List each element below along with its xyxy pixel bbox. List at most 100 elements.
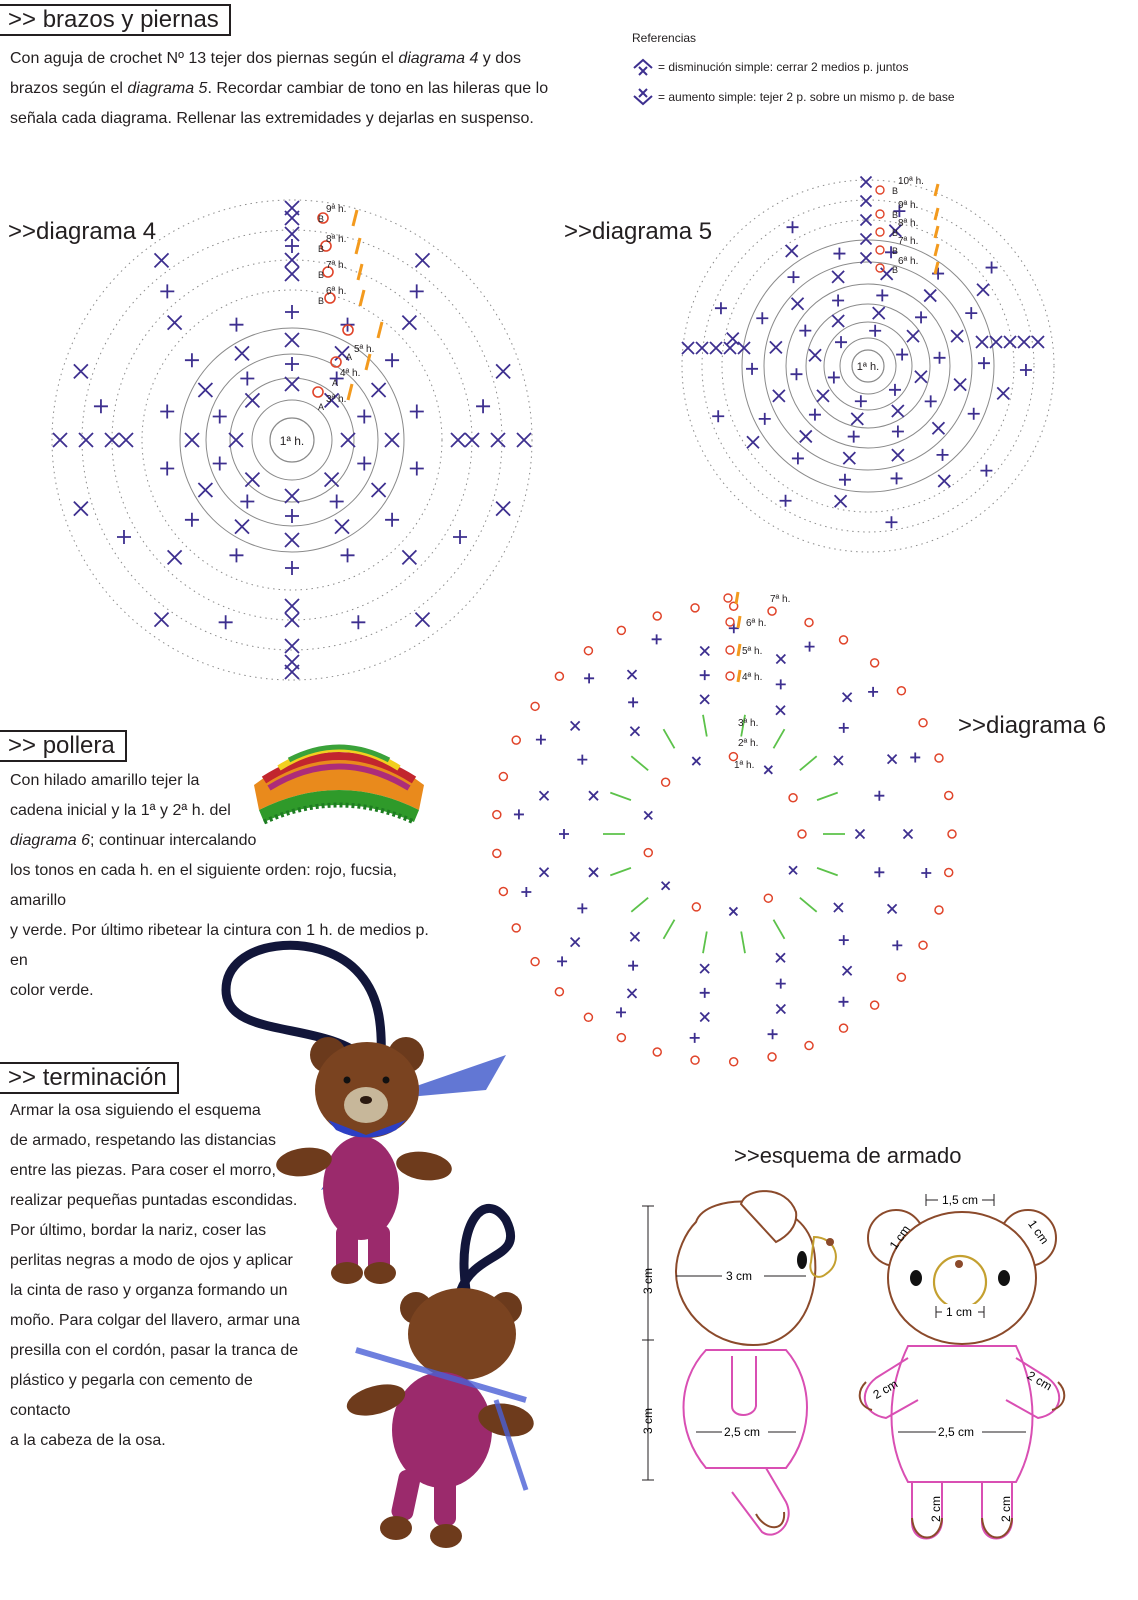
d6-stitch-0 (797, 829, 807, 839)
terminacion-line-2: de armado, respetando las distancias (10, 1132, 276, 1149)
d5-stitch-7 (906, 329, 920, 343)
d5-stitch-10 (850, 412, 864, 426)
d5-stitch-15 (915, 311, 928, 324)
d6-stitch-33 (775, 952, 786, 963)
d6-marker-circle-2 (725, 645, 735, 655)
d5-stitch-47 (756, 312, 769, 325)
d4-stitch-37 (285, 561, 299, 575)
brazos-text: Con aguja de crochet Nº 13 tejer dos pie… (10, 44, 570, 134)
d6-stitch-108 (530, 701, 540, 712)
terminacion-line-10: plástico y pegarla con cemento de contac… (10, 1372, 253, 1419)
d6-stitch-114 (728, 601, 739, 611)
d6-stitch-32 (833, 902, 844, 913)
d4-ring-solid-3 (179, 327, 405, 553)
d6-stitch-85 (910, 752, 921, 763)
d6-stitch-28 (772, 728, 786, 749)
d5-stitch-46 (746, 362, 759, 375)
d5-mark-3: B (892, 228, 898, 238)
d5-stitch-17 (924, 395, 937, 408)
d5-mark-4: B (892, 246, 898, 256)
bear-photo (221, 940, 534, 1548)
d4-label-8: 8ª h. (326, 234, 346, 245)
pollera-line-4: los tonos en cada h. en el siguiente ord… (10, 862, 397, 909)
d5-axis-top-0 (859, 175, 873, 189)
d4-label-6: 6ª h. (326, 286, 346, 297)
d5-axis-top-2 (859, 213, 873, 227)
section-title-pollera: >> pollera (0, 730, 127, 762)
d4-marker-bar-2 (356, 263, 364, 281)
d6-stitch-102 (511, 923, 521, 933)
references-title: Referencias (632, 31, 697, 45)
d6-stitch-86 (947, 829, 957, 839)
d4-axis-0-1 (78, 432, 94, 448)
d5-stitch-62 (885, 516, 898, 529)
d4-stitch-60 (160, 284, 175, 299)
d6-stitch-49 (577, 754, 588, 765)
d5-stitch-27 (953, 378, 967, 392)
d4-axis-2-1 (284, 638, 300, 654)
d4-mark-b4: B (318, 296, 324, 306)
d4-axis-0-2 (52, 432, 68, 448)
d4-mark-a2: A (332, 378, 338, 388)
d6-marker-circle-1 (725, 617, 735, 627)
d6-stitch-37 (588, 790, 599, 801)
pollera-text: Con hilado amarillo tejer la cadena inic… (10, 766, 450, 1006)
d6-stitch-83 (804, 641, 815, 652)
d4-stitch-24 (284, 532, 300, 548)
d6-stitch-118 (869, 658, 880, 668)
dim-body-width: 2,5 cm (724, 1425, 760, 1439)
decrease-symbol-icon (633, 58, 653, 76)
d6-stitch-99 (583, 1012, 594, 1023)
d6-label-4: 4ª h. (742, 672, 762, 683)
diagram-4-chart: 1ª h. 9ª h. 8ª h. 7ª h. 6ª h. 5ª h. 4ª h… (51, 199, 533, 681)
pollera-line-2: cadena inicial y la 1ª y 2ª h. del (10, 802, 231, 819)
d4-stitch-51 (166, 314, 183, 331)
d4-ring-solid-2 (205, 353, 379, 527)
d6-label-3: 3ª h. (738, 718, 758, 729)
d4-stitch-45 (401, 314, 418, 331)
d4-stitch-58 (116, 530, 131, 544)
reference-increase: = aumento simple: tejer 2 p. sobre un mi… (632, 88, 955, 106)
d4-mark-b3: B (318, 270, 324, 280)
d6-stitch-75 (616, 1007, 626, 1018)
d6-stitch-111 (616, 625, 627, 636)
d6-stitch-81 (651, 634, 662, 645)
d6-stitch-62 (538, 867, 550, 878)
d4-mark-a1: A (346, 352, 352, 362)
d4-stitch-44 (284, 266, 300, 282)
d6-stitch-20 (630, 896, 649, 913)
d4-marker-bar-3 (358, 289, 366, 307)
d5-stitch-3 (854, 395, 867, 408)
d4-stitch-43 (229, 317, 244, 332)
d6-stitch-89 (918, 940, 928, 950)
d5-stitch-2 (888, 383, 901, 396)
d4-stitch-48 (284, 598, 300, 614)
d4-ring-dotted-2 (81, 229, 503, 651)
d5-label-6: 6ª h. (898, 256, 918, 267)
d5-stitch-40 (967, 407, 980, 420)
d5-stitch-29 (891, 448, 905, 462)
d4-stitch-20 (370, 382, 387, 398)
d6-label-7: 7ª h. (770, 594, 790, 605)
dim-ear-right: 1 cm (1025, 1217, 1051, 1246)
d5-label-9: 9ª h. (898, 200, 918, 211)
d6-stitch-9 (691, 756, 701, 766)
d5-stitch-5 (835, 336, 848, 349)
d5-stitch-65 (714, 302, 727, 315)
d6-stitch-122 (943, 790, 954, 801)
d6-stitch-40 (775, 705, 786, 716)
d5-stitch-22 (799, 324, 812, 337)
d4-stitch-42 (184, 353, 199, 368)
d6-stitch-21 (609, 867, 632, 877)
d6-stitch-4 (691, 902, 702, 912)
terminacion-line-5: Por último, bordar la nariz, coser las (10, 1222, 267, 1239)
d4-stitch-33 (409, 404, 424, 419)
d6-stitch-98 (616, 1032, 627, 1043)
d4-stitch-36 (340, 548, 355, 563)
d6-stitch-96 (690, 1055, 700, 1065)
d5-stitch-51 (976, 283, 990, 297)
d5-stitch-9 (891, 404, 905, 418)
dim-ear-span: 1,5 cm (942, 1193, 978, 1207)
d6-stitch-51 (699, 670, 710, 681)
diagram-6-chart: 7ª h. 6ª h. 5ª h. 4ª h. 3ª h. 2ª h. 1ª h… (492, 591, 957, 1067)
